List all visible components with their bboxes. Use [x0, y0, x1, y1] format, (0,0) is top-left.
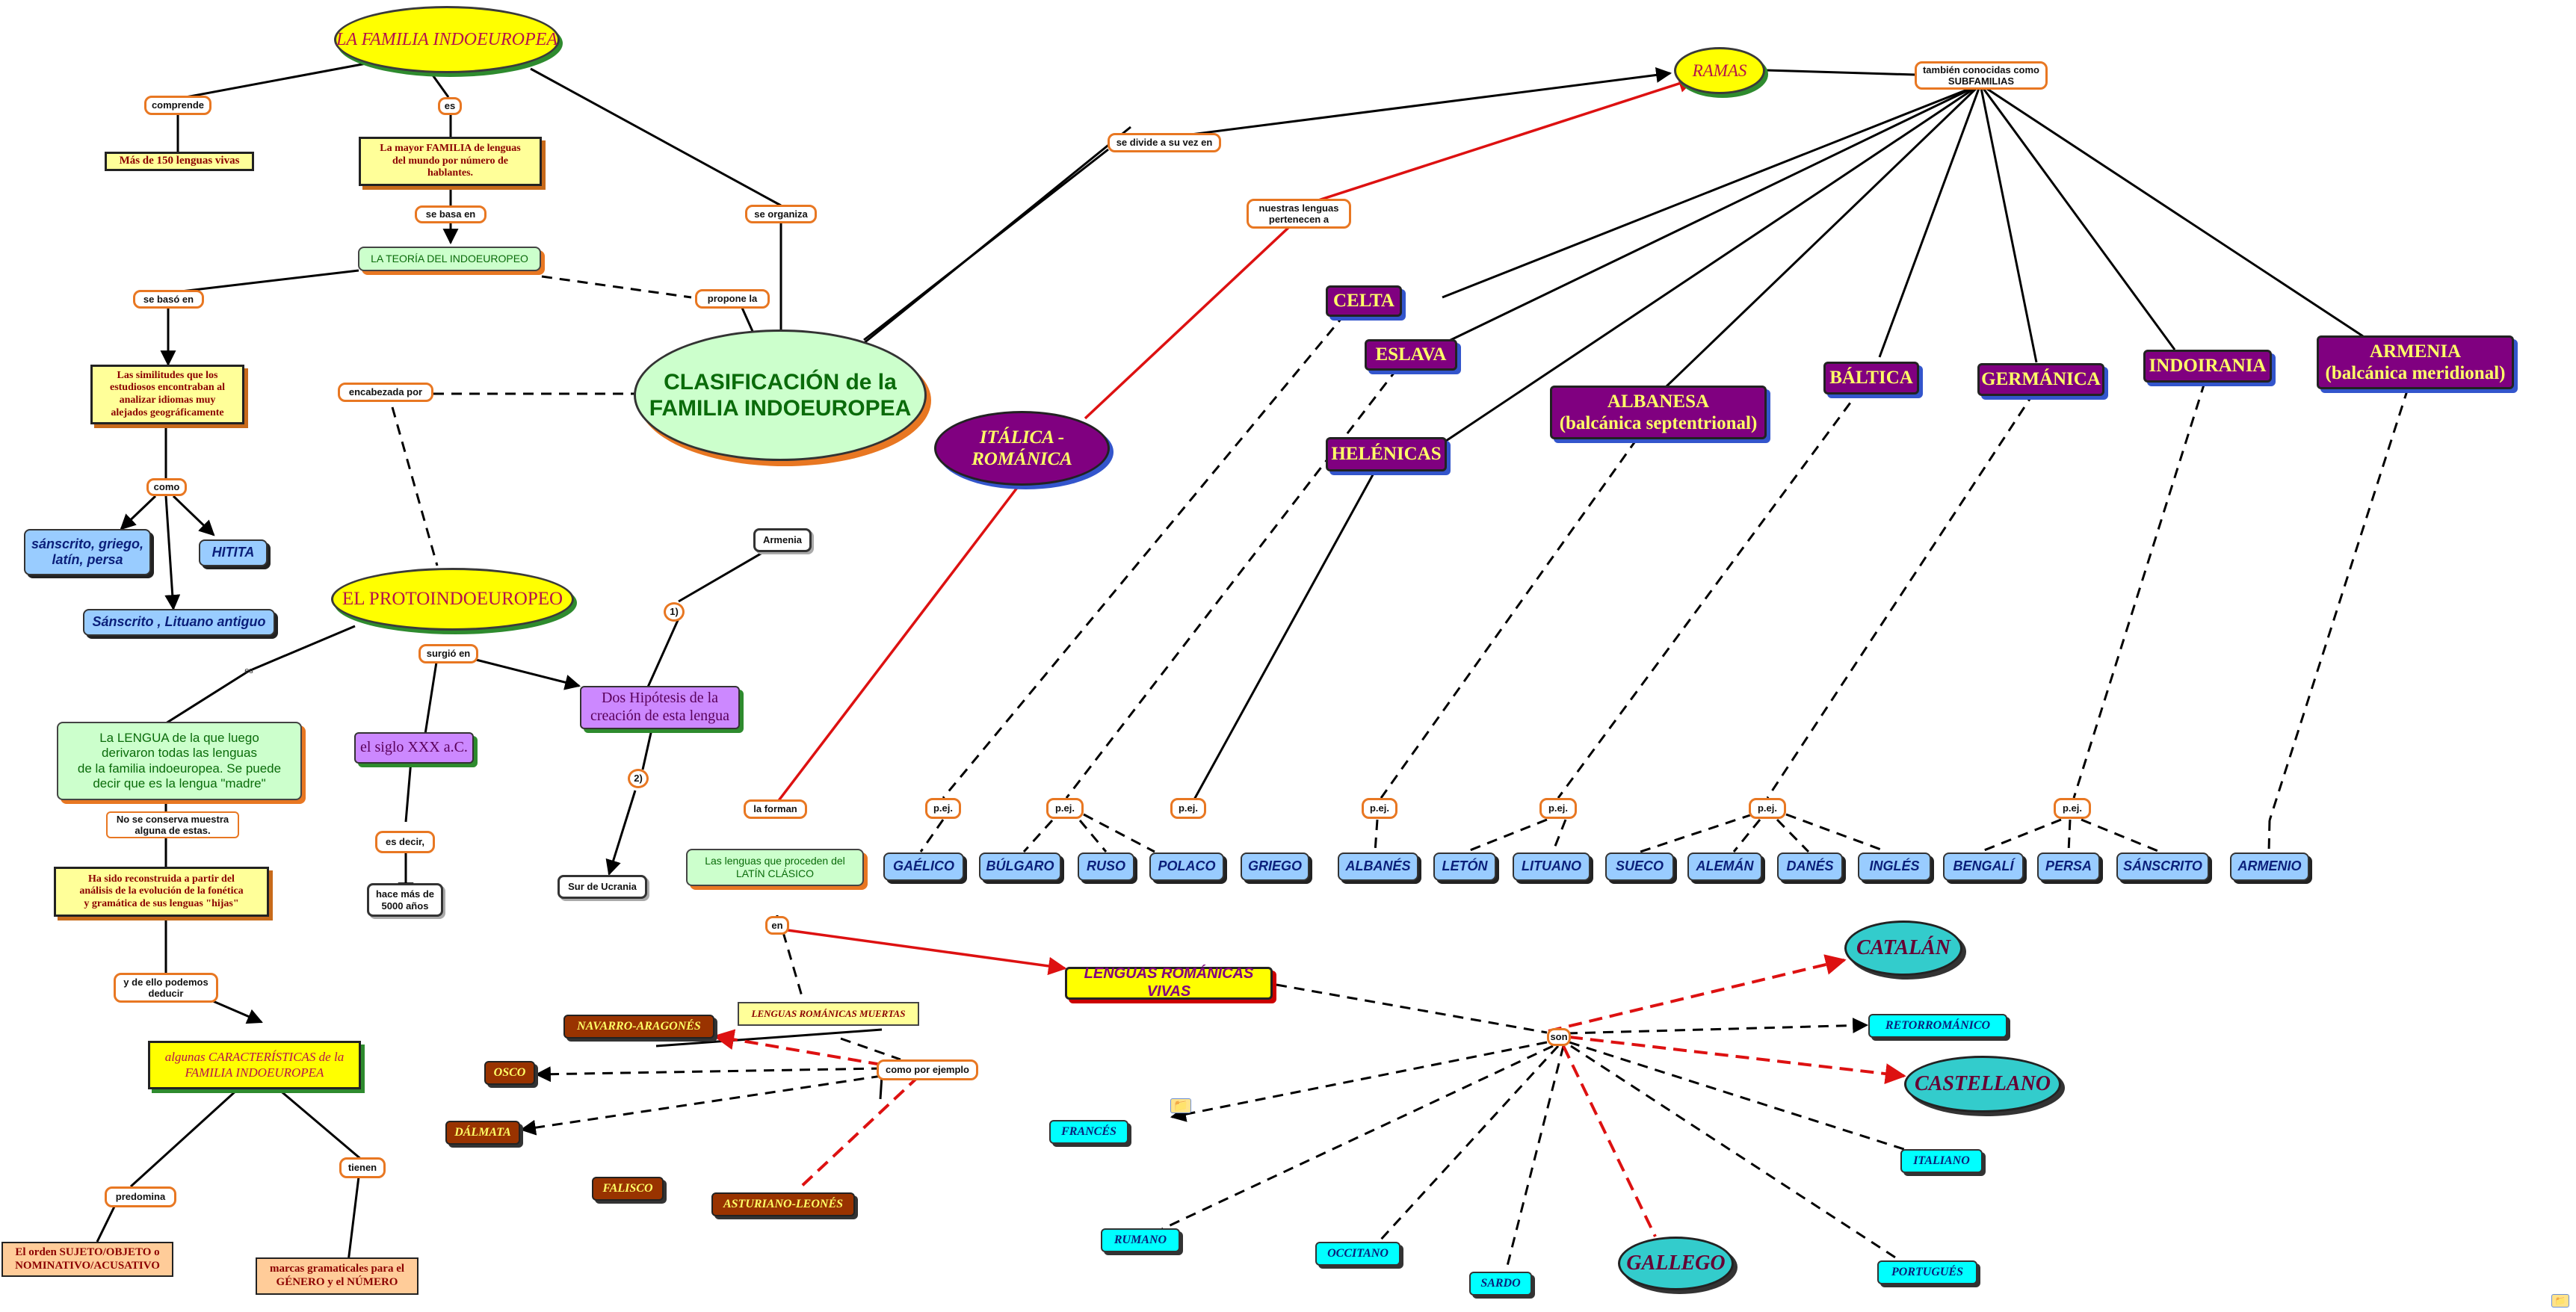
node-falisco[interactable]: FALISCO	[592, 1177, 664, 1201]
node-occitano[interactable]: OCCITANO	[1315, 1242, 1400, 1266]
link-hipotesis-2[interactable]: 2)	[628, 769, 649, 788]
node-griego[interactable]: GRIEGO	[1241, 853, 1309, 881]
node-sardo[interactable]: SARDO	[1469, 1272, 1532, 1296]
node-teoria-indoeuropeo[interactable]: LA TEORÍA DEL INDOEUROPEO	[358, 247, 541, 271]
link-se-divide-a-su-vez-en[interactable]: se divide a su vez en	[1108, 133, 1221, 152]
link-comprende[interactable]: comprende	[144, 96, 211, 115]
node-italica-romanica[interactable]: ITÁLICA - ROMÁNICA	[934, 411, 1110, 486]
node-gallego[interactable]: GALLEGO	[1618, 1237, 1734, 1290]
node-caracteristicas[interactable]: algunas CARACTERÍSTICAS de la FAMILIA IN…	[148, 1041, 361, 1089]
link-se-basa-en[interactable]: se basa en	[415, 205, 487, 223]
node-leton[interactable]: LETÓN	[1433, 853, 1496, 881]
node-ruso[interactable]: RUSO	[1078, 853, 1134, 881]
link-pej-eslava[interactable]: p.ej.	[1046, 798, 1084, 819]
node-indoirania[interactable]: INDOIRANIA	[2143, 350, 2272, 383]
node-germanica[interactable]: GERMÁNICA	[1977, 363, 2104, 396]
link-hipotesis-1[interactable]: 1)	[664, 602, 685, 622]
node-ingles[interactable]: INGLÉS	[1858, 853, 1931, 881]
node-aleman[interactable]: ALEMÁN	[1687, 853, 1762, 881]
node-marcas-genero-numero[interactable]: marcas gramaticales para el GÉNERO y el …	[256, 1257, 418, 1295]
node-lengua-madre[interactable]: La LENGUA de la que luego derivaron toda…	[57, 722, 302, 800]
link-se-organiza[interactable]: se organiza	[745, 205, 817, 223]
link-es[interactable]: es	[438, 97, 462, 115]
node-armenia-rama[interactable]: ARMENIA (balcánica meridional)	[2317, 335, 2514, 389]
node-lenguas-romanicas-vivas[interactable]: LENGUAS ROMÁNICAS VIVAS	[1065, 965, 1273, 1000]
node-mas-150-lenguas[interactable]: Más de 150 lenguas vivas	[105, 152, 254, 171]
link-pej-helenicas[interactable]: p.ej.	[1170, 798, 1206, 819]
node-armenia-hipotesis[interactable]: Armenia	[753, 528, 812, 552]
node-helenicas[interactable]: HELÉNICAS	[1326, 437, 1447, 471]
node-protoindoeuropeo[interactable]: EL PROTOINDOEUROPEO	[331, 568, 574, 631]
node-hitita[interactable]: HITITA	[199, 539, 268, 566]
node-mayor-familia[interactable]: La mayor FAMILIA de lenguas del mundo po…	[359, 137, 542, 186]
link-la-forman[interactable]: la forman	[744, 799, 807, 819]
node-lituano[interactable]: LITUANO	[1513, 853, 1590, 881]
link-surgio-en[interactable]: surgió en	[418, 644, 478, 663]
node-eslava[interactable]: ESLAVA	[1365, 339, 1457, 371]
link-no-se-conserva[interactable]: No se conserva muestra alguna de estas.	[106, 811, 239, 838]
node-celta[interactable]: CELTA	[1326, 285, 1402, 317]
node-danes[interactable]: DANÉS	[1777, 853, 1843, 881]
node-sanscrito-rama[interactable]: SÁNSCRITO	[2116, 853, 2209, 881]
node-asturiano-leones[interactable]: ASTURIANO-LEONÉS	[711, 1192, 855, 1216]
node-sur-de-ucrania[interactable]: Sur de Ucrania	[557, 875, 647, 899]
node-similitudes[interactable]: Las similitudes que los estudiosos encon…	[90, 365, 244, 424]
node-sanscrito-griego-latin-persa[interactable]: sánscrito, griego, latín, persa	[24, 529, 151, 575]
link-es-decir[interactable]: es decir,	[375, 831, 435, 853]
node-albanes[interactable]: ALBANÉS	[1338, 853, 1418, 881]
node-clasificacion-familia-indoeuropea[interactable]: CLASIFICACIÓN de la FAMILIA INDOEUROPEA	[634, 329, 927, 461]
link-nuestras-lenguas-pertenecen-a[interactable]: nuestras lenguas pertenecen a	[1247, 199, 1351, 229]
link-tambien-conocidas-como-subfamilias[interactable]: también conocidas como SUBFAMILIAS	[1915, 61, 2048, 90]
node-dos-hipotesis[interactable]: Dos Hipótesis de la creación de esta len…	[580, 686, 740, 729]
node-baltica[interactable]: BÁLTICA	[1823, 362, 1919, 394]
node-navarro-aragones[interactable]: NAVARRO-ARAGONÉS	[563, 1015, 714, 1039]
link-son[interactable]: son	[1547, 1028, 1571, 1046]
node-albanesa[interactable]: ALBANESA (balcánica septentrional)	[1550, 386, 1767, 439]
node-hace-5000-anos[interactable]: hace más de 5000 años	[367, 883, 443, 917]
node-dalmata[interactable]: DÁLMATA	[445, 1121, 520, 1145]
node-frances[interactable]: FRANCÉS	[1049, 1120, 1128, 1144]
node-orden-sujeto-objeto[interactable]: El orden SUJETO/OBJETO o NOMINATIVO/ACUS…	[1, 1242, 173, 1277]
node-portugues[interactable]: PORTUGUÉS	[1877, 1260, 1977, 1284]
node-armenio[interactable]: ARMENIO	[2230, 853, 2309, 881]
node-castellano[interactable]: CASTELLANO	[1904, 1056, 2061, 1113]
link-propone-la[interactable]: propone la	[695, 289, 770, 309]
node-polaco[interactable]: POLACO	[1149, 853, 1224, 881]
link-pej-germanica[interactable]: p.ej.	[1749, 798, 1786, 819]
node-persa[interactable]: PERSA	[2037, 853, 2100, 881]
node-rumano[interactable]: RUMANO	[1101, 1228, 1180, 1252]
node-sueco[interactable]: SUECO	[1605, 853, 1674, 881]
link-es-proto: es	[244, 666, 253, 675]
node-retorromanico[interactable]: RETORROMÁNICO	[1868, 1014, 2007, 1038]
link-pej-albanesa[interactable]: p.ej.	[1362, 798, 1397, 819]
node-sanscrito-lituano-antiguo[interactable]: Sánscrito , Lituano antiguo	[83, 609, 275, 636]
link-se-baso-en[interactable]: se basó en	[133, 290, 204, 309]
link-encabezada-por[interactable]: encabezada por	[338, 383, 433, 402]
node-lenguas-latin-clasico[interactable]: Las lenguas que proceden del LATÍN CLÁSI…	[686, 849, 864, 886]
link-tienen[interactable]: tienen	[339, 1157, 386, 1178]
resource-folder-icon[interactable]: 📁	[1170, 1098, 1191, 1113]
node-siglo-xxx[interactable]: el siglo XXX a.C.	[354, 732, 474, 764]
link-como-por-ejemplo[interactable]: como por ejemplo	[877, 1059, 978, 1080]
node-bulgaro[interactable]: BÚLGARO	[979, 853, 1061, 881]
link-predomina[interactable]: predomina	[105, 1186, 176, 1207]
resource-folder-icon[interactable]: 📁	[2551, 1294, 2569, 1308]
node-gaelico[interactable]: GAÉLICO	[883, 853, 964, 881]
node-ramas[interactable]: RAMAS	[1674, 47, 1765, 94]
link-en[interactable]: en	[765, 916, 789, 935]
link-y-de-ello-podemos-deducir[interactable]: y de ello podemos deducir	[114, 973, 218, 1003]
link-pej-celta[interactable]: p.ej.	[925, 798, 961, 819]
link-pej-indoirania[interactable]: p.ej.	[2054, 798, 2091, 819]
node-bengali[interactable]: BENGALÍ	[1943, 853, 2024, 881]
node-italiano[interactable]: ITALIANO	[1900, 1149, 1983, 1173]
node-reconstruida[interactable]: Ha sido reconstruida a partir del anális…	[54, 867, 269, 917]
node-lenguas-romanicas-muertas[interactable]: LENGUAS ROMÁNICAS MUERTAS	[738, 1002, 919, 1026]
node-osco[interactable]: OSCO	[484, 1061, 535, 1085]
link-como[interactable]: como	[146, 478, 187, 496]
node-familia-indoeuropea[interactable]: LA FAMILIA INDOEUROPEA	[334, 6, 560, 73]
link-pej-baltica[interactable]: p.ej.	[1539, 798, 1577, 819]
node-catalan[interactable]: CATALÁN	[1844, 920, 1962, 976]
